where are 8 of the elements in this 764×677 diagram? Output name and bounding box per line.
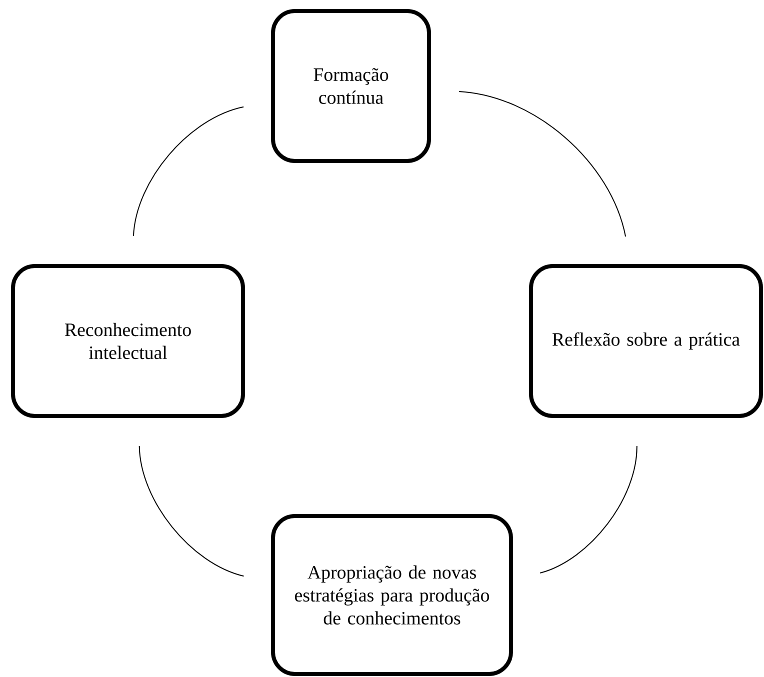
process-box: Apropriação de novas estratégias para produção de conhecimentos [271,514,513,676]
connector-arc [540,446,638,574]
process-box: Formação contínua [271,9,431,163]
process-box: Reflexão sobre a prática [529,264,763,418]
connector-arc [132,106,244,237]
connector-arc [138,446,244,577]
process-box: Reconhecimento intelectual [11,264,245,418]
connector-arc [458,90,626,237]
